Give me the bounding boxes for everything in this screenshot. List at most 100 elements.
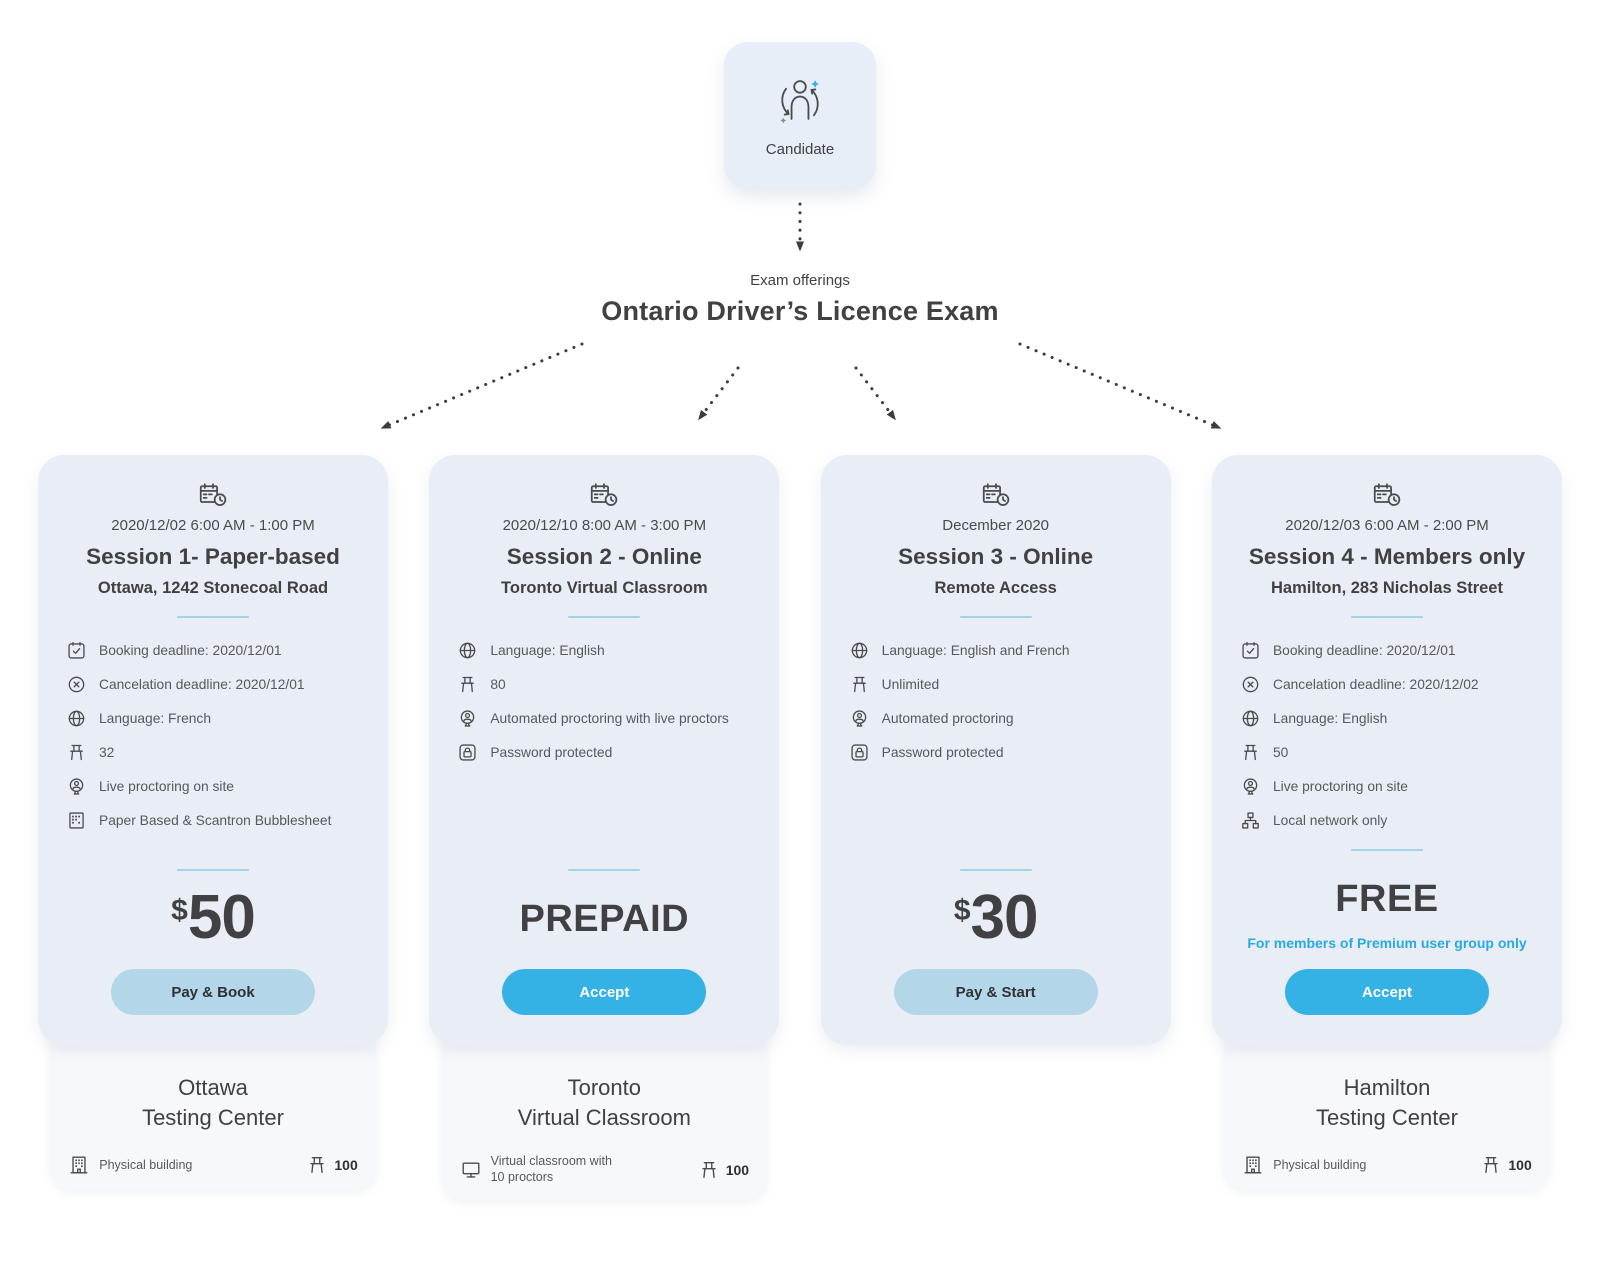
venue-capacity: 100 <box>306 1154 358 1176</box>
venue-footer: Virtual classroom with 10 proctors 100 <box>460 1154 749 1185</box>
price-amount: 50 <box>187 883 256 952</box>
feature-text: Paper Based & Scantron Bubblesheet <box>99 813 332 828</box>
feature-text: Cancelation deadline: 2020/12/01 <box>99 677 305 692</box>
lock-icon <box>849 742 870 763</box>
chair-icon <box>457 674 478 695</box>
card-bottom: PREPAID Accept <box>453 869 755 1015</box>
divider <box>1350 616 1423 618</box>
building-icon <box>1242 1154 1264 1176</box>
venue-footer: Physical building 100 <box>1242 1154 1532 1176</box>
price: $50 <box>171 883 256 952</box>
session-subtitle: Remote Access <box>934 579 1057 597</box>
feature-text: Live proctoring on site <box>1272 779 1408 794</box>
feature-text: Booking deadline: 2020/12/01 <box>99 643 282 658</box>
person-icon <box>771 73 829 131</box>
feature-text: Password protected <box>490 745 613 760</box>
feature-text: Automated proctoring <box>881 711 1014 726</box>
divider <box>177 616 249 618</box>
chair-icon <box>306 1154 328 1176</box>
feature-text: 80 <box>490 677 506 692</box>
pay-and-start-button[interactable]: Pay & Start <box>893 969 1098 1015</box>
exam-offerings-label: Exam offerings <box>750 272 850 289</box>
divider <box>568 869 641 871</box>
venue-name-line1: Toronto <box>567 1075 642 1100</box>
feature-text: Live proctoring on site <box>99 779 234 794</box>
feature-row: Booking deadline: 2020/12/01 <box>1240 640 1538 661</box>
feature-list: Language: English and French Unlimited A… <box>845 640 1147 763</box>
feature-row: Language: English <box>1240 708 1538 729</box>
feature-row: Live proctoring on site <box>1240 776 1538 797</box>
cancel-circle-icon <box>1240 674 1261 695</box>
calendar-clock-icon <box>980 481 1012 509</box>
session-card-3: December 2020 Session 3 - Online Remote … <box>820 455 1171 1045</box>
feature-text: Unlimited <box>881 677 940 692</box>
currency-symbol: $ <box>171 894 188 927</box>
session-subtitle: Ottawa, 1242 Stonecoal Road <box>97 579 329 597</box>
price-amount: FREE <box>1335 878 1439 920</box>
venue-capacity: 100 <box>1480 1154 1532 1176</box>
venue-name: Toronto Virtual Classroom <box>460 1073 750 1132</box>
pay-and-book-button[interactable]: Pay & Book <box>111 969 315 1015</box>
cancel-circle-icon <box>66 674 87 695</box>
members-only-note: For members of Premium user group only <box>1247 935 1527 951</box>
venue-name-line2: Testing Center <box>1316 1104 1458 1130</box>
venue-name-line2: Testing Center <box>142 1104 284 1130</box>
venue-footer: Physical building 100 <box>68 1154 358 1176</box>
session-datetime: 2020/12/10 8:00 AM - 3:00 PM <box>502 517 707 534</box>
calendar-check-icon <box>66 640 87 661</box>
session-column-4: 2020/12/03 6:00 AM - 2:00 PM Session 4 -… <box>1211 455 1562 1200</box>
price-amount: PREPAID <box>519 898 690 940</box>
currency-symbol: $ <box>953 894 971 927</box>
accept-button[interactable]: Accept <box>502 969 707 1015</box>
proctor-camera-icon <box>849 708 870 729</box>
session-datetime: December 2020 <box>942 517 1050 534</box>
session-subtitle: Hamilton, 283 Nicholas Street <box>1270 579 1503 597</box>
feature-text: Language: English <box>490 643 605 658</box>
venue-type: Virtual classroom with 10 proctors <box>460 1154 613 1185</box>
divider <box>568 616 641 618</box>
globe-icon <box>1240 708 1261 729</box>
chair-icon <box>849 674 870 695</box>
monitor-icon <box>460 1159 482 1181</box>
feature-text: Language: English and French <box>881 643 1070 658</box>
calendar-clock-icon <box>197 481 229 509</box>
scantron-icon <box>66 810 87 831</box>
session-datetime: 2020/12/02 6:00 AM - 1:00 PM <box>111 517 315 534</box>
feature-text: Automated proctoring with live proctors <box>490 711 729 726</box>
session-title: Session 3 - Online <box>898 544 1094 569</box>
venue-capacity-value: 100 <box>1508 1157 1532 1174</box>
feature-row: Automated proctoring with live proctors <box>457 708 755 729</box>
feature-row: 50 <box>1240 742 1538 763</box>
feature-row: 80 <box>457 674 755 695</box>
building-icon <box>68 1154 90 1176</box>
feature-row: 32 <box>66 742 364 763</box>
feature-text: 32 <box>99 745 115 760</box>
venue-capacity: 100 <box>698 1159 749 1181</box>
feature-text: Language: French <box>99 711 211 726</box>
feature-list: Language: English 80 Automated proctorin… <box>453 640 755 763</box>
feature-row: Language: French <box>66 708 364 729</box>
divider <box>959 869 1032 871</box>
globe-icon <box>66 708 87 729</box>
feature-list: Booking deadline: 2020/12/01 Cancelation… <box>1236 640 1538 831</box>
proctor-camera-icon <box>457 708 478 729</box>
proctor-camera-icon <box>66 776 87 797</box>
chair-icon <box>698 1159 720 1181</box>
chair-icon <box>1240 742 1261 763</box>
feature-text: Local network only <box>1272 813 1388 828</box>
session-column-1: 2020/12/02 6:00 AM - 1:00 PM Session 1- … <box>38 455 388 1200</box>
session-card-4: 2020/12/03 6:00 AM - 2:00 PM Session 4 -… <box>1211 455 1562 1045</box>
price: PREPAID <box>520 887 690 951</box>
price: $30 <box>953 887 1039 951</box>
feature-row: Paper Based & Scantron Bubblesheet <box>66 810 364 831</box>
venue-name: Ottawa Testing Center <box>68 1073 358 1132</box>
session-title: Session 2 - Online <box>506 544 702 569</box>
feature-text: Booking deadline: 2020/12/01 <box>1272 643 1456 658</box>
accept-button[interactable]: Accept <box>1284 969 1489 1015</box>
feature-row: Live proctoring on site <box>66 776 364 797</box>
exam-title: Ontario Driver’s Licence Exam <box>601 296 999 326</box>
session-card-1: 2020/12/02 6:00 AM - 1:00 PM Session 1- … <box>38 455 388 1045</box>
feature-text: 50 <box>1272 745 1289 760</box>
venue-type-text: Physical building <box>99 1157 193 1172</box>
